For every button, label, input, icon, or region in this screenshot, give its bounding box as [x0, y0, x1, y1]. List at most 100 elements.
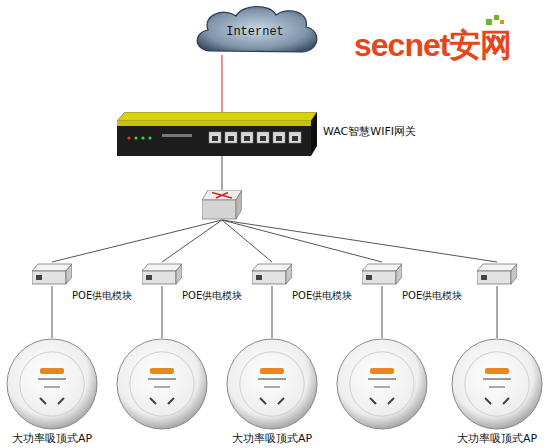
poe-port — [36, 275, 42, 280]
network-cable — [162, 286, 163, 338]
shape-holder — [142, 262, 182, 286]
ap-mark — [374, 386, 390, 388]
ap-mark — [38, 378, 66, 380]
poe-side — [286, 264, 292, 284]
ap-ring — [350, 352, 414, 416]
shape-holder — [117, 112, 317, 156]
poe-label: POE供电模块 — [182, 289, 242, 302]
network-cable — [222, 220, 497, 262]
poe-front — [32, 271, 66, 284]
poe-label: POE供电模块 — [402, 289, 462, 302]
poe-front — [362, 271, 396, 284]
switch-top — [202, 190, 242, 200]
shape-holder — [362, 262, 402, 286]
network-cable — [162, 220, 222, 262]
ap-icon — [336, 338, 428, 430]
ap-logo — [485, 368, 509, 374]
port-hole — [212, 136, 218, 141]
shape-holder — [252, 262, 292, 286]
shape-holder — [116, 338, 208, 430]
shape-holder — [336, 338, 428, 430]
ap-logo — [150, 368, 174, 374]
status-led — [148, 136, 151, 139]
ap-label: 大功率吸顶式AP — [232, 432, 312, 445]
poe-node: POE供电模块 — [362, 262, 402, 286]
ap-node — [336, 338, 428, 430]
poe-port — [366, 275, 372, 280]
ap-mark — [489, 386, 505, 388]
ap-housing — [337, 339, 427, 429]
gateway-node: WAC智慧WIFI网关 — [117, 112, 317, 156]
ap-mark — [40, 398, 64, 404]
shape-holder — [202, 190, 242, 220]
ap-ring — [20, 352, 84, 416]
ethernet-port — [289, 132, 301, 143]
poe-icon — [362, 262, 402, 286]
ethernet-port — [241, 132, 253, 143]
brand-logo: secnet安网 — [354, 24, 511, 68]
ap-mark — [485, 398, 509, 404]
port-hole — [276, 136, 282, 141]
gateway-side — [311, 112, 317, 156]
switch-front — [202, 200, 236, 219]
port-hole — [228, 136, 234, 141]
internet-link — [221, 55, 222, 112]
ap-mark — [154, 386, 170, 388]
ap-ring — [240, 352, 304, 416]
poe-node: POE供电模块 — [32, 262, 72, 286]
poe-port — [481, 275, 487, 280]
logo-dot — [494, 15, 499, 20]
logo-dot — [486, 19, 492, 25]
ap-logo — [40, 368, 64, 374]
status-led — [141, 136, 144, 139]
ap-mark — [483, 378, 511, 380]
gateway-stripe — [117, 121, 311, 126]
ap-node: 大功率吸顶式AP — [451, 338, 543, 430]
poe-front — [477, 271, 511, 284]
poe-top — [362, 264, 402, 271]
poe-icon — [32, 262, 72, 286]
ap-mark — [264, 386, 280, 388]
ap-node — [116, 338, 208, 430]
ap-label: 大功率吸顶式AP — [457, 432, 537, 445]
gateway-top — [117, 112, 317, 121]
logo-dot — [500, 20, 504, 24]
ap-icon — [451, 338, 543, 430]
poe-icon — [252, 262, 292, 286]
ap-icon — [226, 338, 318, 430]
ethernet-port — [209, 132, 221, 143]
shape-holder — [6, 338, 98, 430]
poe-top — [252, 264, 292, 271]
status-led — [127, 136, 130, 139]
gateway-body — [117, 121, 311, 156]
ap-mark — [370, 398, 394, 404]
poe-front — [252, 271, 286, 284]
poe-top — [32, 264, 72, 271]
cloud-outline — [197, 6, 317, 52]
port-hole — [292, 136, 298, 141]
shape-holder — [477, 262, 517, 286]
ap-ring — [130, 352, 194, 416]
ap-logo — [370, 368, 394, 374]
ap-ring — [465, 352, 529, 416]
poe-node: POE供电模块 — [142, 262, 182, 286]
cloud-label: Internet — [226, 19, 284, 39]
gateway-label: WAC智慧WIFI网关 — [323, 125, 416, 138]
switch-side — [236, 190, 242, 219]
ap-node: 大功率吸顶式AP — [226, 338, 318, 430]
ap-icon — [6, 338, 98, 430]
switch-icon — [202, 190, 242, 220]
poe-icon — [477, 262, 517, 286]
network-cable — [497, 286, 498, 338]
switch-node — [202, 190, 242, 220]
poe-top — [477, 264, 517, 271]
network-cable — [222, 156, 223, 190]
poe-label: POE供电模块 — [72, 289, 132, 302]
shape-holder — [226, 338, 318, 430]
ap-housing — [452, 339, 542, 429]
poe-node — [477, 262, 517, 286]
ethernet-port — [273, 132, 285, 143]
ap-logo — [260, 368, 284, 374]
port-hole — [244, 136, 250, 141]
poe-icon — [142, 262, 182, 286]
